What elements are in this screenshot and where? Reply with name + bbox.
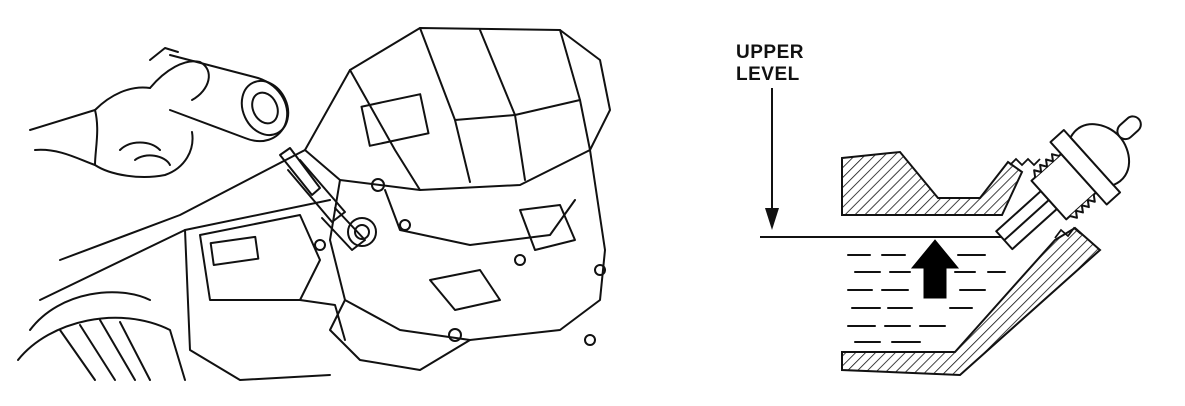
engine-illustration <box>17 27 611 381</box>
engine-cover <box>304 27 611 191</box>
upper-housing-wall <box>841 150 1024 216</box>
fill-plug <box>995 115 1142 251</box>
engine-block <box>329 149 606 371</box>
upper-level-arrow <box>765 88 779 230</box>
oil-fluid <box>847 254 1006 343</box>
engine-frame <box>17 149 346 381</box>
lower-housing-wall <box>841 226 1102 377</box>
wrench-extension <box>279 147 377 251</box>
cross-section-diagram <box>760 88 1142 377</box>
housing-threads <box>1009 157 1082 239</box>
hand <box>29 47 210 178</box>
level-up-arrow <box>910 239 960 299</box>
upper-level-label-line1: UPPER <box>736 42 804 63</box>
ratchet-handle <box>169 54 290 143</box>
upper-level-label-line2: LEVEL <box>736 64 800 85</box>
